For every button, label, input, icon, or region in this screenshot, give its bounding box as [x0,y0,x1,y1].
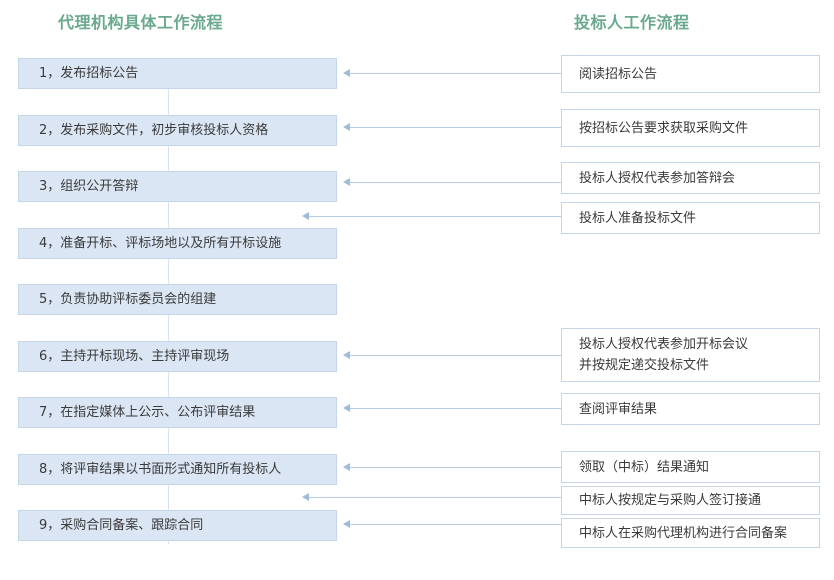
arrow-head-icon [343,463,350,471]
bidder-task-1: 阅读招标公告 [561,55,820,93]
bidder-task-9: 中标人在采购代理机构进行合同备案 [561,518,820,548]
bidder-task-5: 投标人授权代表参加开标会议 并按规定递交投标文件 [561,328,820,382]
arrow-head-icon [343,351,350,359]
agency-flow-spine [168,88,169,544]
bidder-task-4: 投标人准备投标文件 [561,202,820,234]
agency-workflow-heading: 代理机构具体工作流程 [58,13,224,32]
bidder-task-text: 投标人授权代表参加答辩会 [579,170,736,186]
agency-step-4: 4，准备开标、评标场地以及所有开标设施 [18,228,337,259]
agency-step-2: 2，发布采购文件，初步审核投标人资格 [18,115,337,146]
bidder-task-text: 投标人准备投标文件 [579,210,697,226]
bidder-task-2: 按招标公告要求获取采购文件 [561,109,820,147]
bidder-task-text: 领取（中标）结果通知 [579,459,710,475]
bidder-task-text: 阅读招标公告 [579,66,658,82]
bidder-task-text: 中标人按规定与采购人签订接通 [579,493,762,508]
flow-arrow-5 [343,351,561,360]
agency-step-8: 8，将评审结果以书面形式通知所有投标人 [18,454,337,485]
agency-step-6: 6，主持开标现场、主持评审现场 [18,341,337,372]
flow-arrow-2 [343,123,561,132]
arrow-head-icon [343,520,350,528]
flow-arrow-1 [343,69,561,78]
bidder-workflow-heading: 投标人工作流程 [574,13,690,32]
bidder-task-text: 中标人在采购代理机构进行合同备案 [579,525,788,541]
flow-arrow-8 [302,493,561,502]
bidder-task-text-line-1: 投标人授权代表参加开标会议 [579,337,749,352]
bidder-task-text: 查阅评审结果 [579,401,658,417]
bidder-task-7: 领取（中标）结果通知 [561,451,820,483]
arrow-head-icon [343,178,350,186]
arrow-head-icon [343,404,350,412]
arrow-head-icon [302,212,309,220]
agency-step-7: 7，在指定媒体上公示、公布评审结果 [18,397,337,428]
bidder-task-3: 投标人授权代表参加答辩会 [561,162,820,194]
bidder-task-text-line-2: 并按规定递交投标文件 [579,358,710,373]
flow-arrow-6 [343,404,561,413]
agency-step-1: 1，发布招标公告 [18,58,337,89]
arrow-head-icon [343,123,350,131]
bidder-task-8: 中标人按规定与采购人签订接通 [561,486,820,515]
bidder-task-text: 按招标公告要求获取采购文件 [579,120,749,136]
flow-arrow-4 [302,212,561,221]
bidder-task-6: 查阅评审结果 [561,393,820,425]
agency-step-5: 5，负责协助评标委员会的组建 [18,284,337,315]
arrow-head-icon [302,493,309,501]
agency-step-3: 3，组织公开答辩 [18,171,337,202]
flow-arrow-9 [343,520,561,529]
flow-arrow-7 [343,463,561,472]
agency-step-9: 9，采购合同备案、跟踪合同 [18,510,337,541]
flow-arrow-3 [343,178,561,187]
arrow-head-icon [343,69,350,77]
